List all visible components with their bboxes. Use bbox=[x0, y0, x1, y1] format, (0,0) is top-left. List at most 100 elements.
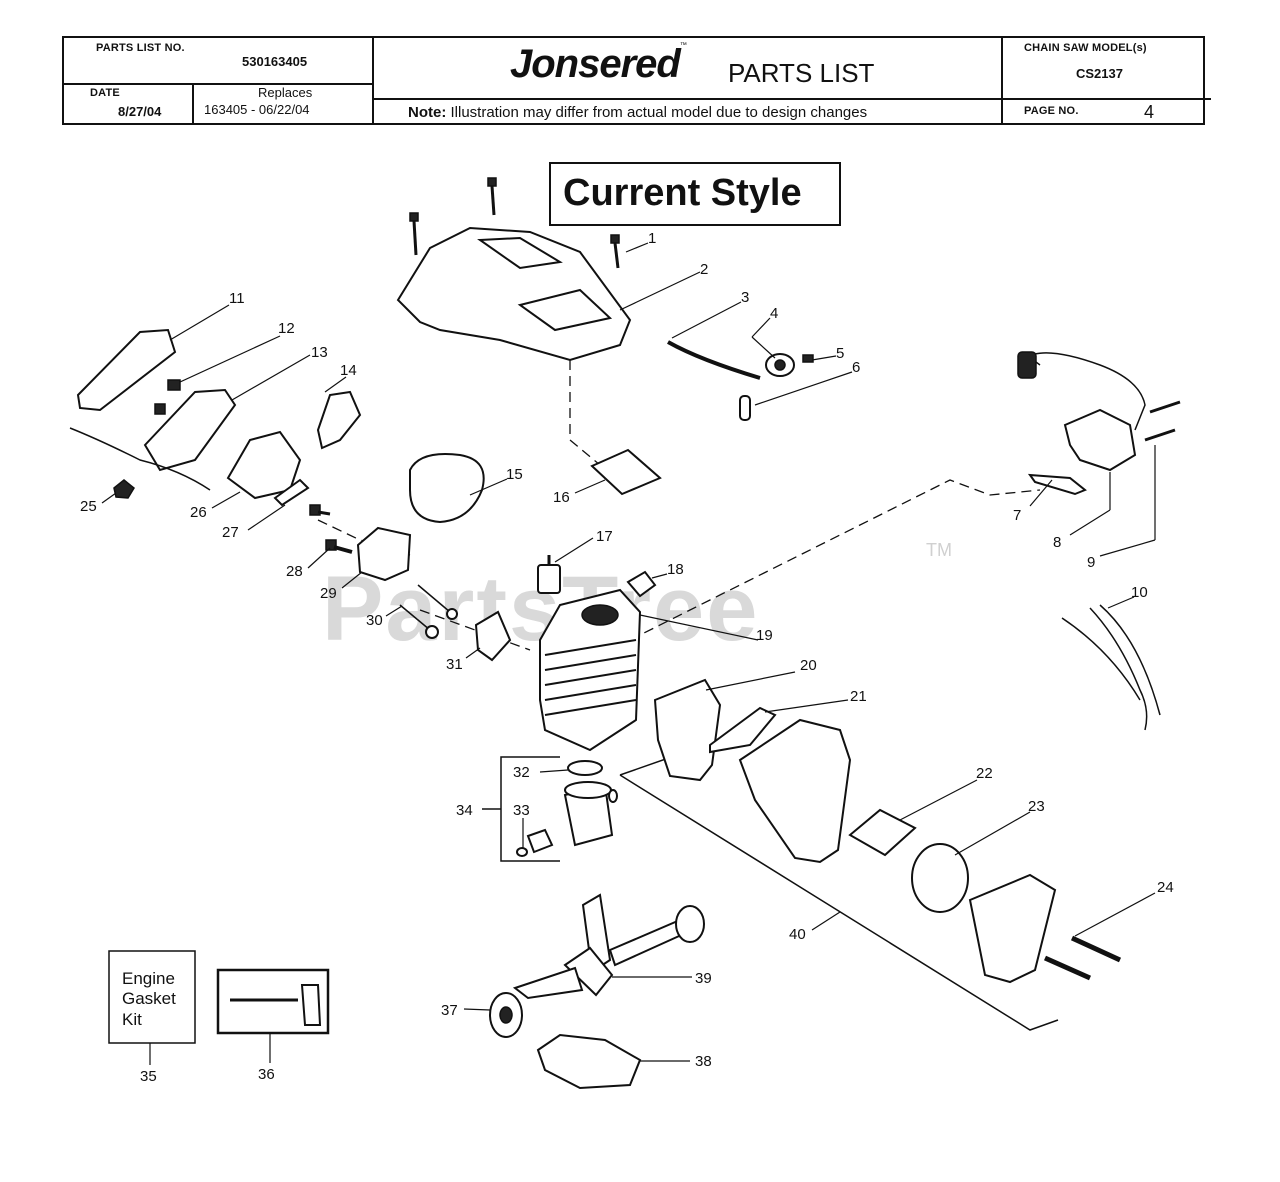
callout-4: 4 bbox=[770, 305, 778, 322]
callout-19: 19 bbox=[756, 627, 773, 644]
parts-list-no: 530163405 bbox=[242, 54, 308, 69]
callout-24: 24 bbox=[1157, 879, 1174, 896]
crankcase-half bbox=[536, 1033, 642, 1090]
callout-11: 11 bbox=[229, 290, 245, 307]
style-label: Current Style bbox=[563, 172, 802, 214]
intake-gasket bbox=[474, 610, 512, 662]
valve bbox=[765, 353, 814, 377]
parts-list-no-label: PARTS LIST NO. bbox=[96, 42, 185, 54]
brand-logo: Jonsered™ bbox=[510, 42, 687, 87]
filter-holder bbox=[69, 388, 237, 491]
note-text: Illustration may differ from actual mode… bbox=[450, 104, 868, 121]
cylinder bbox=[539, 588, 642, 752]
callout-28: 28 bbox=[286, 563, 303, 580]
callout-15: 15 bbox=[506, 466, 523, 483]
cylinder-cap bbox=[626, 570, 657, 598]
callout-38: 38 bbox=[695, 1053, 712, 1070]
callout-29: 29 bbox=[320, 585, 337, 602]
page-number: 4 bbox=[1144, 102, 1155, 122]
callout-32: 32 bbox=[513, 764, 530, 781]
callout-14: 14 bbox=[340, 362, 357, 379]
divider bbox=[372, 98, 1001, 100]
callout-27: 27 bbox=[222, 524, 239, 541]
cover-screws bbox=[409, 177, 620, 269]
callout-39: 39 bbox=[695, 970, 712, 987]
callout-12: 12 bbox=[278, 320, 295, 337]
rubber-boot bbox=[409, 453, 485, 524]
callout-20: 20 bbox=[800, 657, 817, 674]
divider bbox=[1001, 38, 1003, 123]
muffler-bolts bbox=[1043, 935, 1122, 981]
piston-assembly bbox=[516, 760, 618, 857]
watermark-trademark: TM bbox=[926, 540, 952, 560]
muffler-body bbox=[738, 718, 852, 864]
kit-label-line-2: Gasket bbox=[122, 989, 176, 1008]
combination-tool bbox=[230, 984, 322, 1026]
callout-36: 36 bbox=[258, 1066, 275, 1083]
callout-22: 22 bbox=[976, 765, 993, 782]
ignition-module bbox=[1017, 351, 1181, 496]
muffler-cover bbox=[968, 873, 1057, 984]
callout-23: 23 bbox=[1028, 798, 1045, 815]
callout-6: 6 bbox=[852, 359, 860, 376]
air-filter bbox=[76, 328, 177, 412]
leader-lines bbox=[101, 242, 1156, 1065]
intake-manifold bbox=[316, 390, 362, 450]
callout-40: 40 bbox=[789, 926, 806, 943]
gasket-kit-box bbox=[108, 950, 196, 1044]
arrestor-plate bbox=[848, 808, 917, 857]
bolts bbox=[309, 504, 458, 639]
date-label: DATE bbox=[90, 87, 120, 99]
callout-13: 13 bbox=[311, 344, 328, 361]
callout-8: 8 bbox=[1053, 534, 1061, 551]
callout-labels: 1 2 3 4 5 6 7 8 9 10 11 12 13 14 15 16 1… bbox=[80, 230, 1174, 1085]
brand-name: Jonsered bbox=[510, 42, 681, 86]
spark-arrestor-screen bbox=[911, 843, 969, 913]
cylinder-cover bbox=[396, 226, 632, 362]
callout-25: 25 bbox=[80, 498, 97, 515]
callout-31: 31 bbox=[446, 656, 463, 673]
callout-10: 10 bbox=[1131, 584, 1148, 601]
nut bbox=[167, 379, 181, 391]
callout-3: 3 bbox=[741, 289, 749, 306]
callout-16: 16 bbox=[553, 489, 570, 506]
callout-5: 5 bbox=[836, 345, 844, 362]
replaces-label: Replaces bbox=[258, 85, 313, 100]
divider bbox=[372, 38, 374, 123]
callout-9: 9 bbox=[1087, 554, 1095, 571]
rubber-plug bbox=[739, 395, 751, 421]
style-label-box bbox=[549, 162, 841, 226]
crankshaft bbox=[512, 893, 705, 1000]
model-value: CS2137 bbox=[1076, 66, 1123, 81]
spark-plug bbox=[537, 555, 561, 594]
callout-26: 26 bbox=[190, 504, 207, 521]
callout-18: 18 bbox=[667, 561, 684, 578]
fuel-hose bbox=[667, 340, 761, 380]
callout-33: 33 bbox=[513, 802, 530, 819]
callout-30: 30 bbox=[366, 612, 383, 629]
brand-trademark: ™ bbox=[679, 42, 687, 49]
callout-2: 2 bbox=[700, 261, 708, 278]
divider bbox=[64, 83, 372, 85]
callout-17: 17 bbox=[596, 528, 613, 545]
callout-35: 35 bbox=[140, 1068, 157, 1085]
warning-decal bbox=[590, 448, 662, 496]
kit-label-line-1: Engine bbox=[122, 969, 175, 988]
callout-34: 34 bbox=[456, 802, 473, 819]
carburetor-adapter bbox=[356, 526, 412, 582]
piston-kit-bracket bbox=[482, 756, 560, 862]
replaces-value: 163405 - 06/22/04 bbox=[204, 102, 310, 117]
heat-shield bbox=[653, 678, 722, 782]
callout-21: 21 bbox=[850, 688, 867, 705]
callout-7: 7 bbox=[1013, 507, 1021, 524]
parts-list-header: PARTS LIST NO. 530163405 DATE 8/27/04 Re… bbox=[62, 36, 1211, 125]
document-title: PARTS LIST bbox=[728, 58, 875, 88]
model-label: CHAIN SAW MODEL(s) bbox=[1024, 42, 1147, 54]
grommet bbox=[113, 479, 135, 499]
page-label: PAGE NO. bbox=[1024, 105, 1079, 117]
muffler-gasket bbox=[709, 706, 777, 754]
divider bbox=[1001, 98, 1211, 100]
callout-37: 37 bbox=[441, 1002, 458, 1019]
note-label: Note: bbox=[408, 104, 447, 121]
